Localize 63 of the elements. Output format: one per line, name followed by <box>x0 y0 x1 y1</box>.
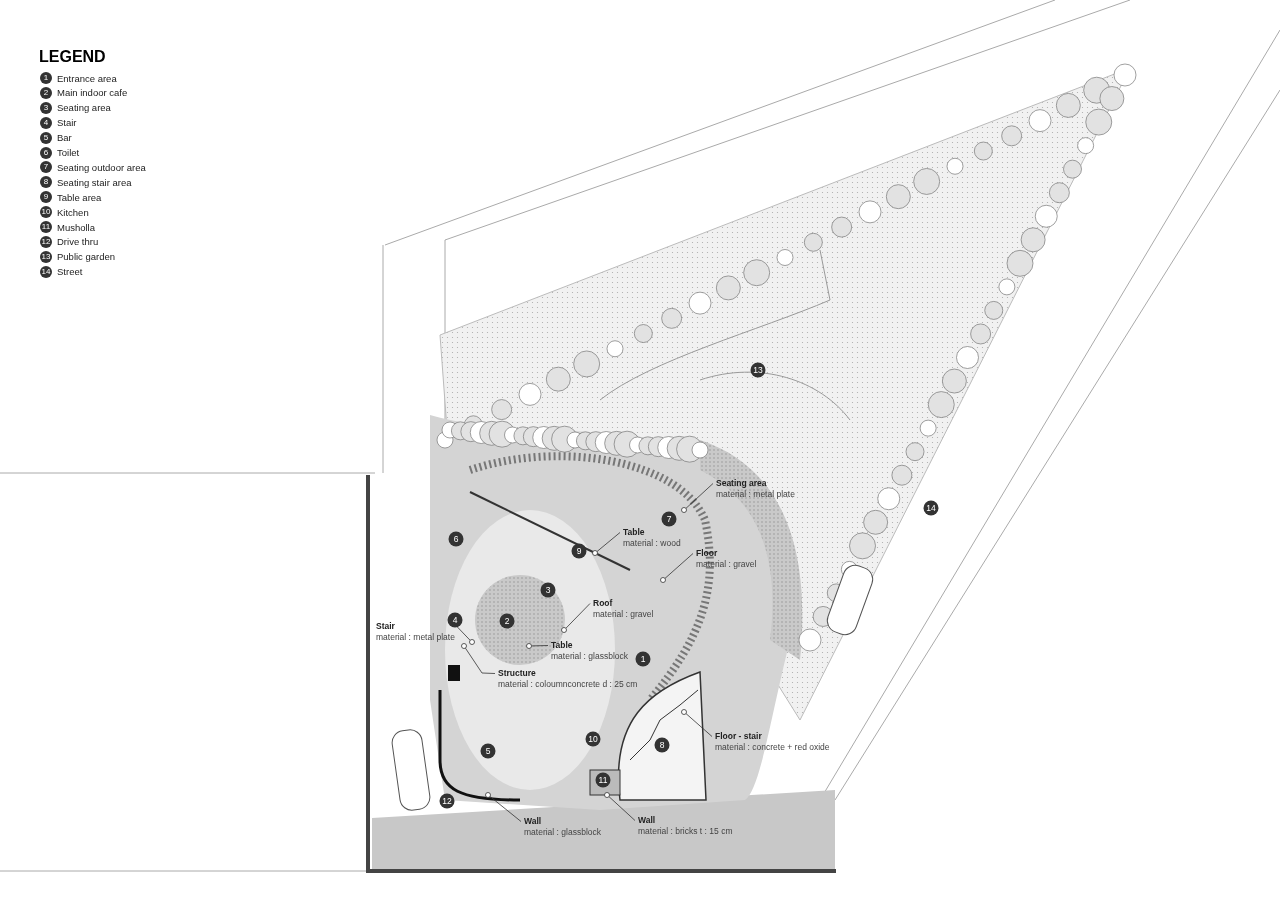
callout-text: material : gravel <box>696 559 757 570</box>
callout-number: 8 <box>40 176 52 189</box>
legend-text: Toilet <box>57 147 80 158</box>
callout-title: Structure <box>498 668 536 679</box>
callout-text: material : glassblock <box>551 651 628 662</box>
callout-text: material : gravel <box>593 609 654 620</box>
callout-number: 12 <box>439 793 455 809</box>
callout-number: 3 <box>540 582 556 598</box>
callout-text: material : metal plate <box>716 489 795 500</box>
callout-number: 11 <box>40 221 52 233</box>
callout-title: Seating area <box>716 478 767 489</box>
legend-text: Seating stair area <box>57 176 132 188</box>
callout-text: material : glassblock <box>524 827 601 838</box>
callout-number: 3 <box>40 101 52 114</box>
legend-text: Seating area <box>57 102 111 114</box>
callout-number: 13 <box>40 250 52 263</box>
callout-number: 5 <box>480 743 496 759</box>
callout-number: 1 <box>40 72 52 84</box>
callout-text: material : coloumnconcrete d : 25 cm <box>498 679 638 690</box>
callout-number: 12 <box>40 235 52 248</box>
callout-number: 2 <box>499 613 515 629</box>
callout-text: material : bricks t : 15 cm <box>638 826 733 837</box>
callout-title: Roof <box>593 598 613 609</box>
callout-number: 1 <box>635 651 651 667</box>
callout-title: Floor <box>696 548 718 559</box>
callout-number: 13 <box>750 362 766 378</box>
legend-text: Musholla <box>57 221 96 233</box>
legend-text: Bar <box>57 132 72 144</box>
callout-number: 9 <box>40 191 52 204</box>
legend-text: Entrance area <box>57 72 117 84</box>
callout-title: Table <box>623 527 645 538</box>
legend-text: Street <box>57 266 83 278</box>
callout-number: 11 <box>595 772 611 788</box>
legend-title: LEGEND <box>39 48 106 66</box>
callout-title: Stair <box>376 621 395 632</box>
callout-text: material : wood <box>623 538 681 549</box>
callout-number: 14 <box>40 265 52 278</box>
callout-number: 2 <box>40 86 52 99</box>
callout-number: 10 <box>585 731 601 747</box>
callout-number: 8 <box>654 737 670 753</box>
callout-number: 4 <box>40 116 52 129</box>
callout-number: 7 <box>40 161 52 174</box>
legend-text: Table area <box>57 191 102 203</box>
callout-number: 6 <box>40 146 52 159</box>
callout-title: Floor - stair <box>715 731 762 742</box>
callout-number: 4 <box>447 612 463 628</box>
callout-number: 5 <box>40 131 52 144</box>
legend-text: Seating outdoor area <box>57 161 146 173</box>
legend-text: Public garden <box>57 251 116 263</box>
legend-text: Main indoor cafe <box>57 87 128 99</box>
callout-number: 14 <box>923 500 939 516</box>
legend-text: Kitchen <box>57 206 89 218</box>
callout-title: Wall <box>524 816 542 827</box>
legend-text: Drive thru <box>57 236 99 248</box>
callout-number: 7 <box>661 511 677 527</box>
callout-text: material : concrete + red oxide <box>715 742 830 753</box>
legend-text: Stair <box>57 117 77 129</box>
callout-title: Table <box>551 640 573 651</box>
callout-text: material : metal plate <box>376 632 455 643</box>
callout-number: 9 <box>571 543 587 559</box>
callout-number: 6 <box>448 531 464 547</box>
callout-number: 10 <box>40 206 52 219</box>
callout-title: Wall <box>638 815 656 826</box>
